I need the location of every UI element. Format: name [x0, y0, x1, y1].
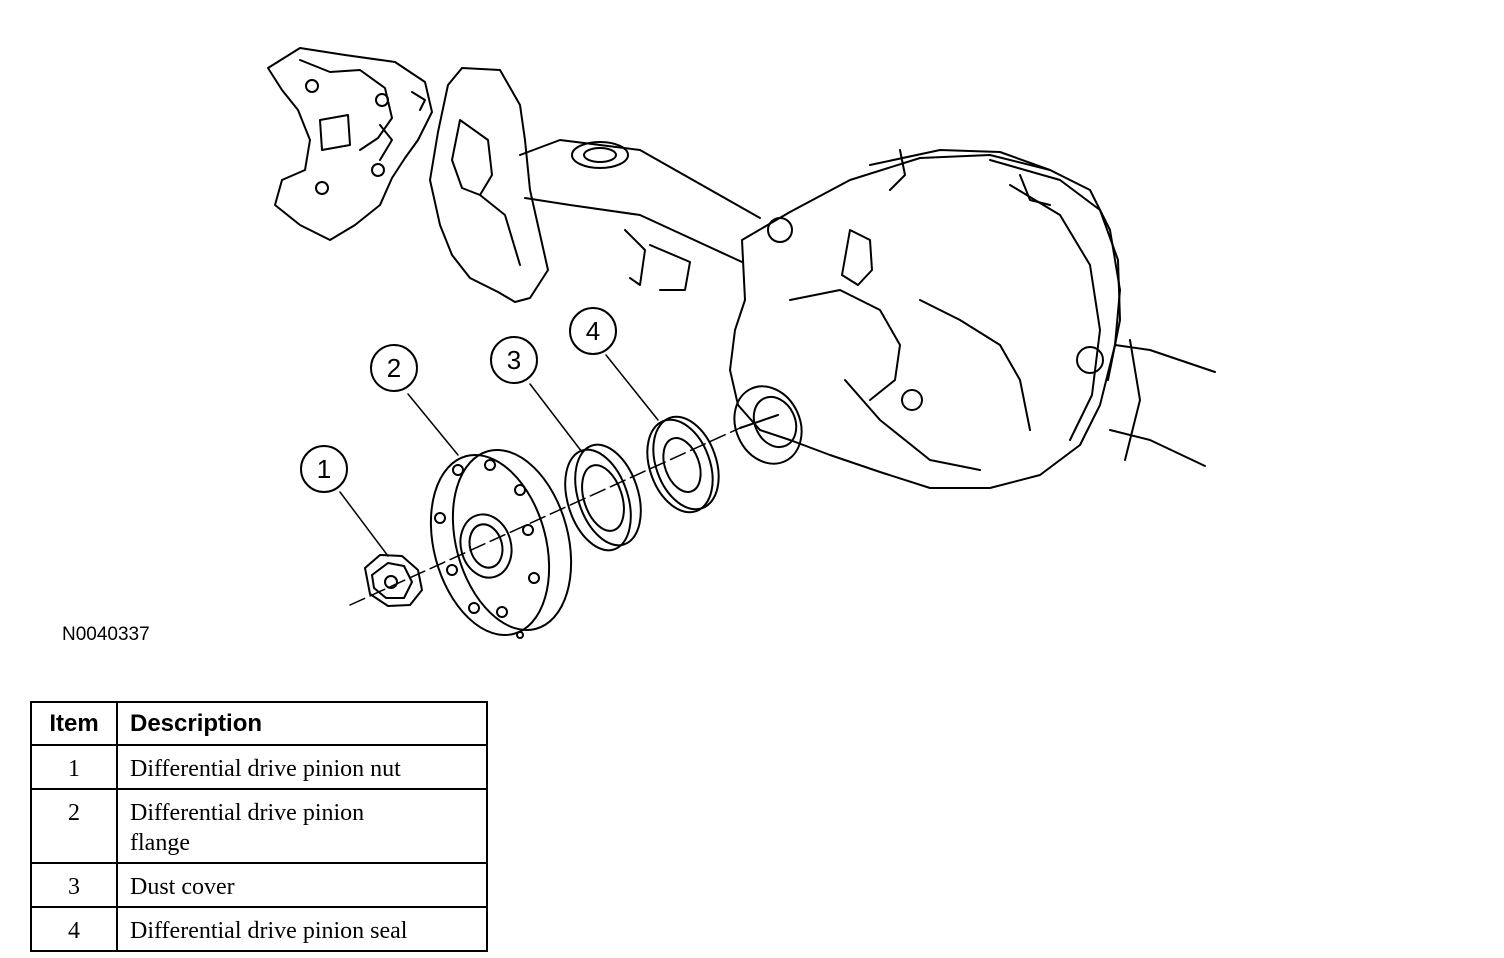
callout-label-2: 2 — [387, 353, 401, 383]
pinion-nut-drawing — [364, 554, 423, 607]
description-column-header: Description — [116, 701, 488, 746]
callout-label-4: 4 — [586, 316, 600, 346]
item-number: 2 — [30, 788, 118, 864]
pinion-seal-drawing — [646, 415, 720, 514]
callout-circle-4 — [569, 307, 617, 355]
assembly-centerline — [349, 427, 741, 606]
brake-shield — [429, 67, 549, 303]
table-row: 2 Differential drive pinion flange — [30, 788, 488, 864]
leader-line-1 — [339, 491, 389, 557]
item-description: Differential drive pinion flange — [116, 788, 488, 864]
item-description: Differential drive pinion nut — [116, 744, 488, 790]
item-description: Differential drive pinion seal — [116, 906, 488, 952]
figure-id: N0040337 — [62, 624, 150, 645]
item-description: Dust cover — [116, 862, 488, 908]
table-header-row: Item Description — [30, 701, 488, 746]
pinion-flange-drawing — [429, 448, 573, 639]
table-row: 4 Differential drive pinion seal — [30, 906, 488, 952]
table-row: 1 Differential drive pinion nut — [30, 744, 488, 790]
item-number: 4 — [30, 906, 118, 952]
leader-line-2 — [407, 393, 459, 456]
pinion-housing — [733, 385, 803, 465]
leader-line-4 — [605, 354, 659, 421]
callout-label-1: 1 — [317, 454, 331, 484]
dust-cover-drawing — [564, 443, 642, 552]
callout-circle-2 — [370, 344, 418, 392]
differential-housing — [729, 149, 1121, 489]
item-number: 3 — [30, 862, 118, 908]
axle-exploded-view-drawing: 1 2 3 4 — [267, 47, 1216, 639]
callout-label-3: 3 — [507, 345, 521, 375]
item-column-header: Item — [30, 701, 118, 746]
callout-circle-1 — [300, 445, 348, 493]
item-number: 1 — [30, 744, 118, 790]
axle-tube-left — [519, 139, 761, 291]
table-row: 3 Dust cover — [30, 862, 488, 908]
steering-knuckle — [267, 47, 433, 241]
leader-line-3 — [529, 383, 583, 453]
callout-circle-3 — [490, 336, 538, 384]
item-description-table: Item Description 1 Differential drive pi… — [30, 701, 488, 952]
axle-tube-right — [1109, 339, 1216, 467]
